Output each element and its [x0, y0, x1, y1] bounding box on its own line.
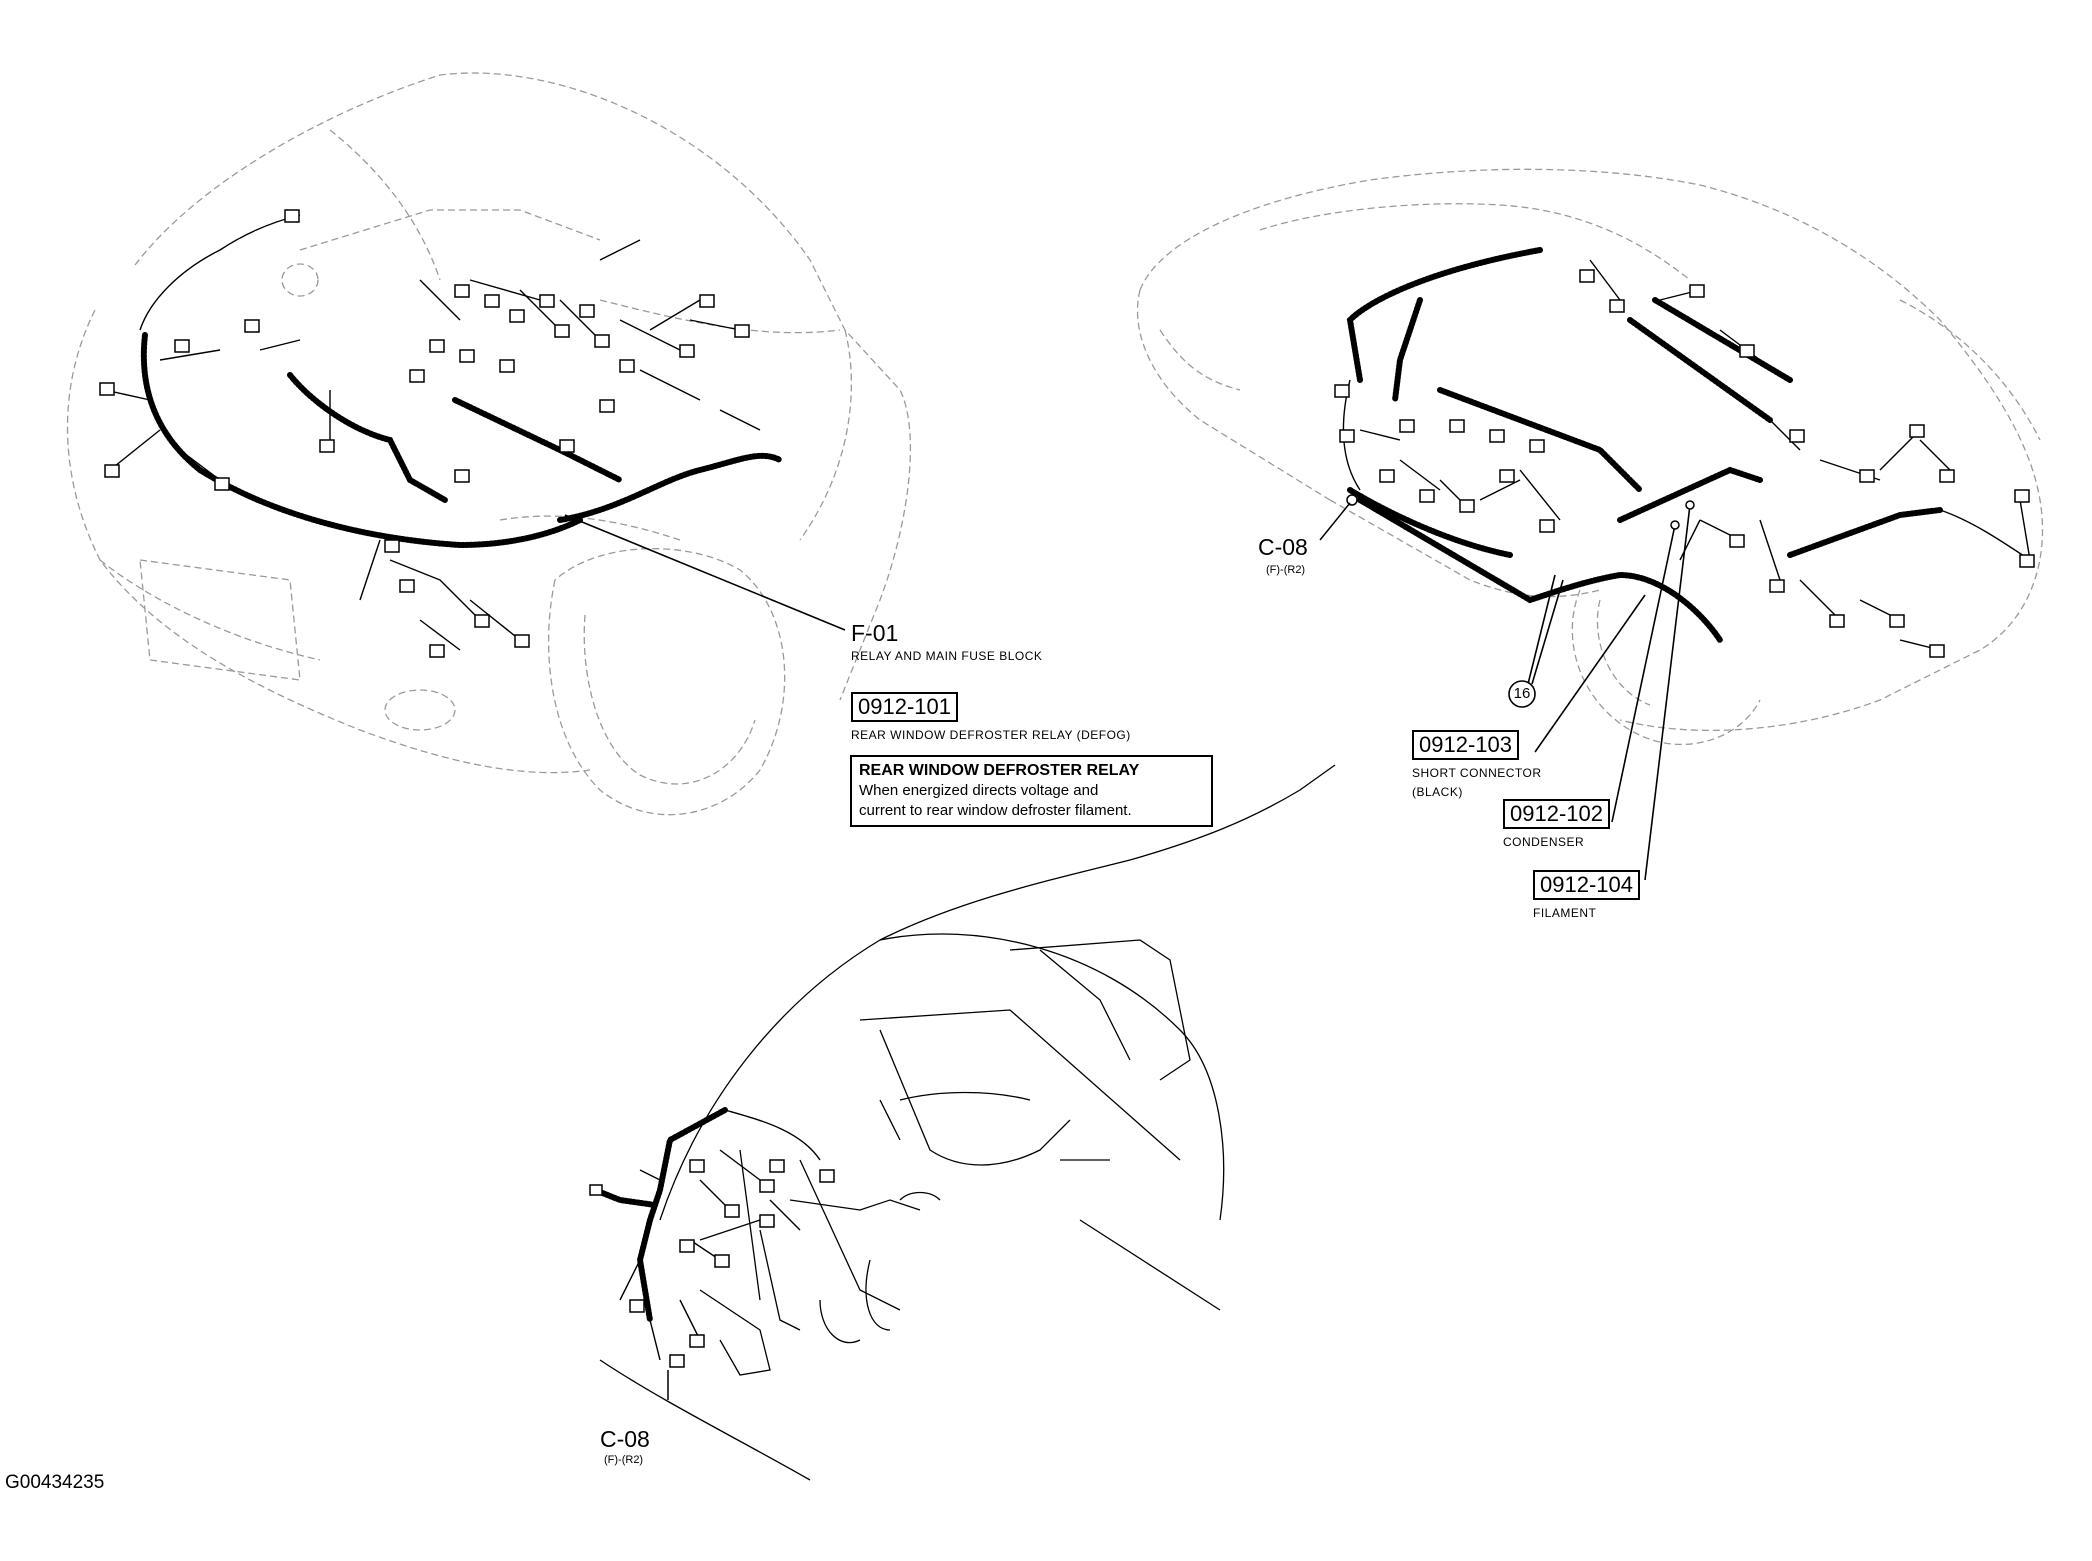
p103-desc1: SHORT CONNECTOR: [1412, 766, 1542, 780]
c08-bottom-sub: (F)-(R2): [604, 1454, 644, 1466]
cond-marker: [1670, 520, 1680, 530]
c08-bottom-code: C-08: [600, 1426, 650, 1452]
rear-connectors: [1334, 269, 2035, 658]
p102-desc: CONDENSER: [1503, 835, 1585, 849]
rear-leaders: [1527, 504, 1691, 881]
num16-circle: [1508, 680, 1536, 708]
dashboard-connectors: [589, 1159, 835, 1368]
p103-desc2: (BLACK): [1412, 785, 1463, 799]
p101-desc: REAR WINDOW DEFROSTER RELAY (DEFOG): [851, 728, 1131, 742]
c08-right-marker: [1346, 494, 1358, 506]
note-title: REAR WINDOW DEFROSTER RELAY: [859, 762, 1140, 779]
dashboard-harness: [592, 1107, 728, 1323]
p104-code: 0912-104: [1533, 870, 1640, 900]
front-connectors: [99, 209, 750, 658]
f01-code: F-01: [851, 620, 899, 646]
figure-id: G00434235: [5, 1472, 105, 1493]
front-main-harness: [140, 332, 783, 549]
rear-main-harness: [1346, 247, 1943, 643]
c08-right-sub: (F)-(R2): [1266, 564, 1306, 576]
num16-label: 16: [1513, 685, 1531, 702]
front-branch-wires: [104, 214, 761, 651]
dashboard-branch-wires: [619, 1109, 821, 1361]
rear-car-outline: [1136, 168, 2044, 746]
f01-desc: RELAY AND MAIN FUSE BLOCK: [851, 649, 1043, 663]
note-line1: When energized directs voltage and: [859, 782, 1099, 799]
leader-c08-right: [1319, 502, 1351, 541]
dashboard-outline: [599, 764, 1336, 1481]
p102-code: 0912-102: [1503, 799, 1610, 829]
p104-desc: FILAMENT: [1533, 906, 1597, 920]
defroster-relay-note: REAR WINDOW DEFROSTER RELAY When energiz…: [850, 755, 1213, 827]
p101-code: 0912-101: [851, 692, 958, 722]
filament-marker: [1685, 500, 1695, 510]
note-line2: current to rear window defroster filamen…: [859, 802, 1132, 819]
leader-f01: [564, 514, 846, 631]
p103-code: 0912-103: [1412, 730, 1519, 760]
front-car-outline: [66, 72, 912, 816]
c08-right-code: C-08: [1258, 534, 1308, 560]
